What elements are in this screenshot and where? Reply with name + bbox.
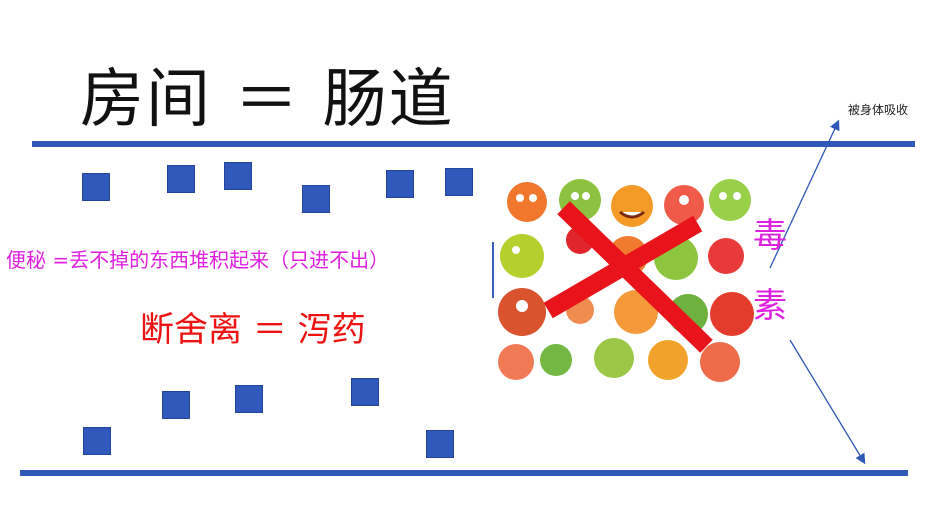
intestine-top-wall xyxy=(32,141,915,147)
item-square xyxy=(351,378,379,406)
item-square xyxy=(162,391,190,419)
item-square xyxy=(302,185,330,213)
germ-icon xyxy=(498,179,754,382)
declutter-text: 断舍离 ＝ 泻药 xyxy=(140,310,366,350)
item-square xyxy=(445,168,473,196)
absorb-arrow xyxy=(769,119,840,269)
cross-stroke xyxy=(557,201,713,353)
pass-arrow xyxy=(789,339,866,465)
toxin-char: 素 xyxy=(753,286,787,326)
item-square xyxy=(82,173,110,201)
item-square xyxy=(83,427,111,455)
absorbed-label: 被身体吸收 xyxy=(848,103,909,117)
item-square xyxy=(235,385,263,413)
text-cursor xyxy=(492,242,494,298)
intestine-bottom-wall xyxy=(20,470,908,476)
item-square xyxy=(167,165,195,193)
item-square xyxy=(224,162,252,190)
item-square xyxy=(426,430,454,458)
toxin-char: 毒 xyxy=(753,216,787,256)
item-square xyxy=(386,170,414,198)
constipation-text: 便秘 =丢不掉的东西堆积起来（只进不出） xyxy=(6,248,390,272)
slide-title: 房间 ＝ 肠道 xyxy=(80,63,455,137)
cross-stroke xyxy=(543,215,703,319)
